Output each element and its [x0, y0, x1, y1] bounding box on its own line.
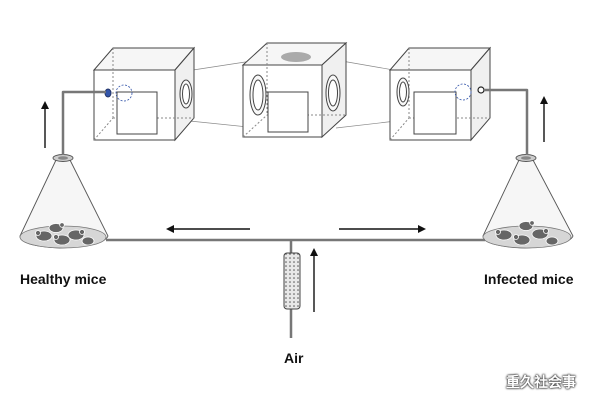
infected-mice-icon	[495, 220, 559, 246]
watermark-logo: 重久社会事	[506, 375, 576, 391]
middle-chamber-box	[241, 41, 348, 139]
air-label: Air	[284, 350, 304, 366]
air-filter	[283, 252, 301, 310]
right-cage-box	[388, 46, 492, 142]
infected-mice-label: Infected mice	[484, 271, 574, 287]
healthy-mice-label: Healthy mice	[20, 271, 107, 287]
left-cage-box	[92, 46, 196, 142]
flow-arrows	[41, 96, 548, 312]
healthy-mice-icon	[35, 222, 95, 246]
left-flask	[19, 154, 109, 249]
